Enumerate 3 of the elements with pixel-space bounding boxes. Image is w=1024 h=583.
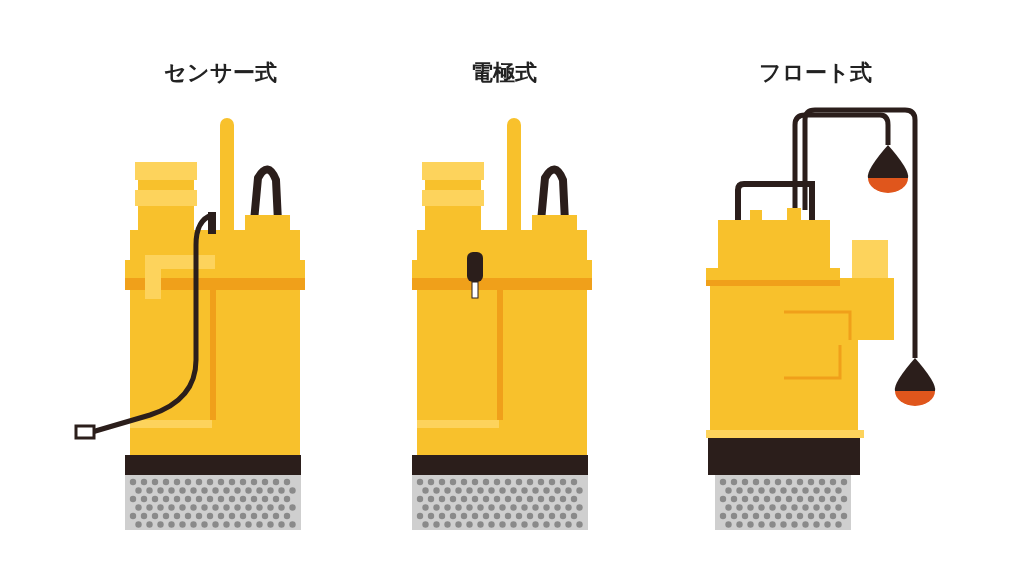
pump-label: 電極式 [471,59,537,87]
pump-label: フロート式 [758,59,872,87]
pump-label: センサー式 [163,59,277,87]
